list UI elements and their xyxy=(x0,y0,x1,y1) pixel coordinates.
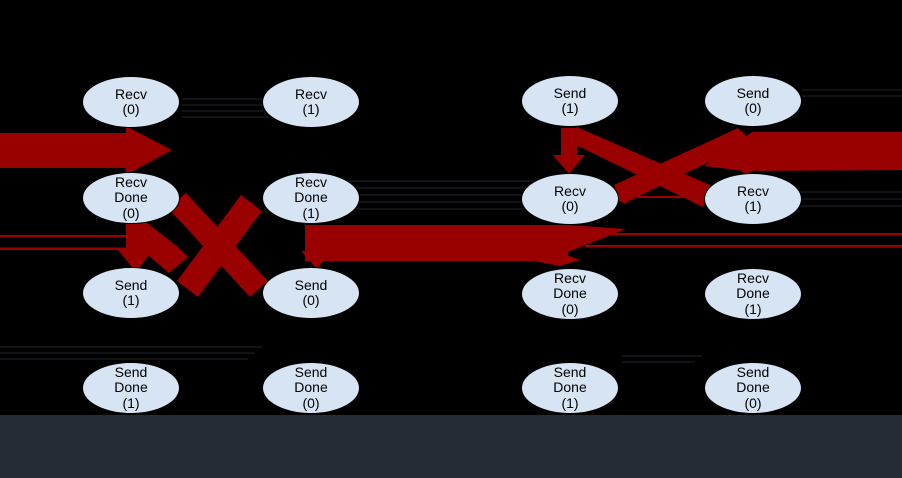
node-label-line: Recv xyxy=(115,173,147,190)
node-label-line: (1) xyxy=(744,198,762,214)
highlight-recv-done-0-down-arrowhead xyxy=(118,250,153,272)
node-label-line: (0) xyxy=(122,101,140,117)
node-label-line: (1) xyxy=(302,204,320,221)
node-label-line: Done xyxy=(114,379,148,396)
node-label-line: (0) xyxy=(561,300,579,317)
node-label-line: Send xyxy=(114,276,148,293)
node-label-line: (0) xyxy=(302,394,320,411)
node-c3-send-1: Send(1) xyxy=(521,75,619,127)
node-c2-send-0: Send(0) xyxy=(262,267,360,319)
node-label-line: (0) xyxy=(744,100,762,116)
node-label-line: (0) xyxy=(744,394,762,411)
node-label-line: Send xyxy=(553,363,587,380)
node-c3-recv-0: Recv(0) xyxy=(521,173,619,225)
node-label-line: Done xyxy=(736,285,770,302)
node-label-line: Done xyxy=(294,189,328,206)
node-c4-send-0: Send(0) xyxy=(704,75,802,127)
node-label-line: Done xyxy=(553,379,587,396)
node-c1-send-1: Send(1) xyxy=(82,267,180,319)
highlight-thin-line-right-lower xyxy=(585,245,902,248)
highlight-left-inbound-band xyxy=(0,133,126,168)
node-c1-recv-0: Recv(0) xyxy=(82,76,180,128)
highlight-edge-recv-done-1-to-send-1 xyxy=(177,195,262,297)
node-label-line: Recv xyxy=(737,182,769,199)
node-label-line: (0) xyxy=(122,204,140,221)
node-label-line: Send xyxy=(294,363,328,380)
node-label-line: Recv xyxy=(115,85,147,102)
node-label-line: Send xyxy=(553,84,587,101)
highlight-thin-line-left-lower xyxy=(0,247,137,250)
node-label-line: Done xyxy=(294,379,328,396)
highlight-recv-done-0-down-stub xyxy=(126,222,188,273)
node-label-line: (1) xyxy=(744,300,762,317)
node-label-line: Recv xyxy=(295,173,327,190)
highlight-right-inbound-arrowhead xyxy=(727,158,761,176)
node-label-line: Send xyxy=(736,363,770,380)
highlight-left-inbound-arrowhead xyxy=(126,126,172,175)
bottom-bar xyxy=(0,415,902,478)
highlight-long-band-right-taper xyxy=(568,225,626,252)
node-label-line: Recv xyxy=(295,85,327,102)
highlight-stub-into-recv-0-c3 xyxy=(553,128,585,174)
node-label-line: (1) xyxy=(302,101,320,117)
node-label-line: Send xyxy=(114,363,148,380)
highlight-edge-send-1-to-recv-1 xyxy=(566,127,712,207)
node-label-line: Done xyxy=(114,189,148,206)
node-label-line: Done xyxy=(553,285,587,302)
highlight-tail-line-between-recvs xyxy=(622,196,702,198)
highlight-thin-line-left-upper xyxy=(0,235,137,238)
node-label-line: Recv xyxy=(554,182,586,199)
node-c4-recv-1: Recv(1) xyxy=(704,173,802,225)
node-label-line: (1) xyxy=(561,394,579,411)
node-c2-recv-1: Recv(1) xyxy=(262,76,360,128)
node-label-line: (0) xyxy=(302,292,320,308)
node-label-line: (1) xyxy=(561,100,579,116)
highlight-long-band-arrowhead xyxy=(301,251,331,269)
node-label-line: (1) xyxy=(122,394,140,411)
node-label-line: Send xyxy=(294,276,328,293)
highlight-edge-send-0-to-recv-0 xyxy=(614,128,752,203)
node-label-line: Recv xyxy=(554,269,586,286)
highlight-thin-line-right-upper xyxy=(572,233,902,236)
node-label-line: (0) xyxy=(561,198,579,214)
node-label-line: Recv xyxy=(737,269,769,286)
node-label-line: (1) xyxy=(122,292,140,308)
node-label-line: Done xyxy=(736,379,770,396)
node-label-line: Send xyxy=(736,84,770,101)
highlight-tail-into-recv-done-0-c3 xyxy=(518,253,580,266)
